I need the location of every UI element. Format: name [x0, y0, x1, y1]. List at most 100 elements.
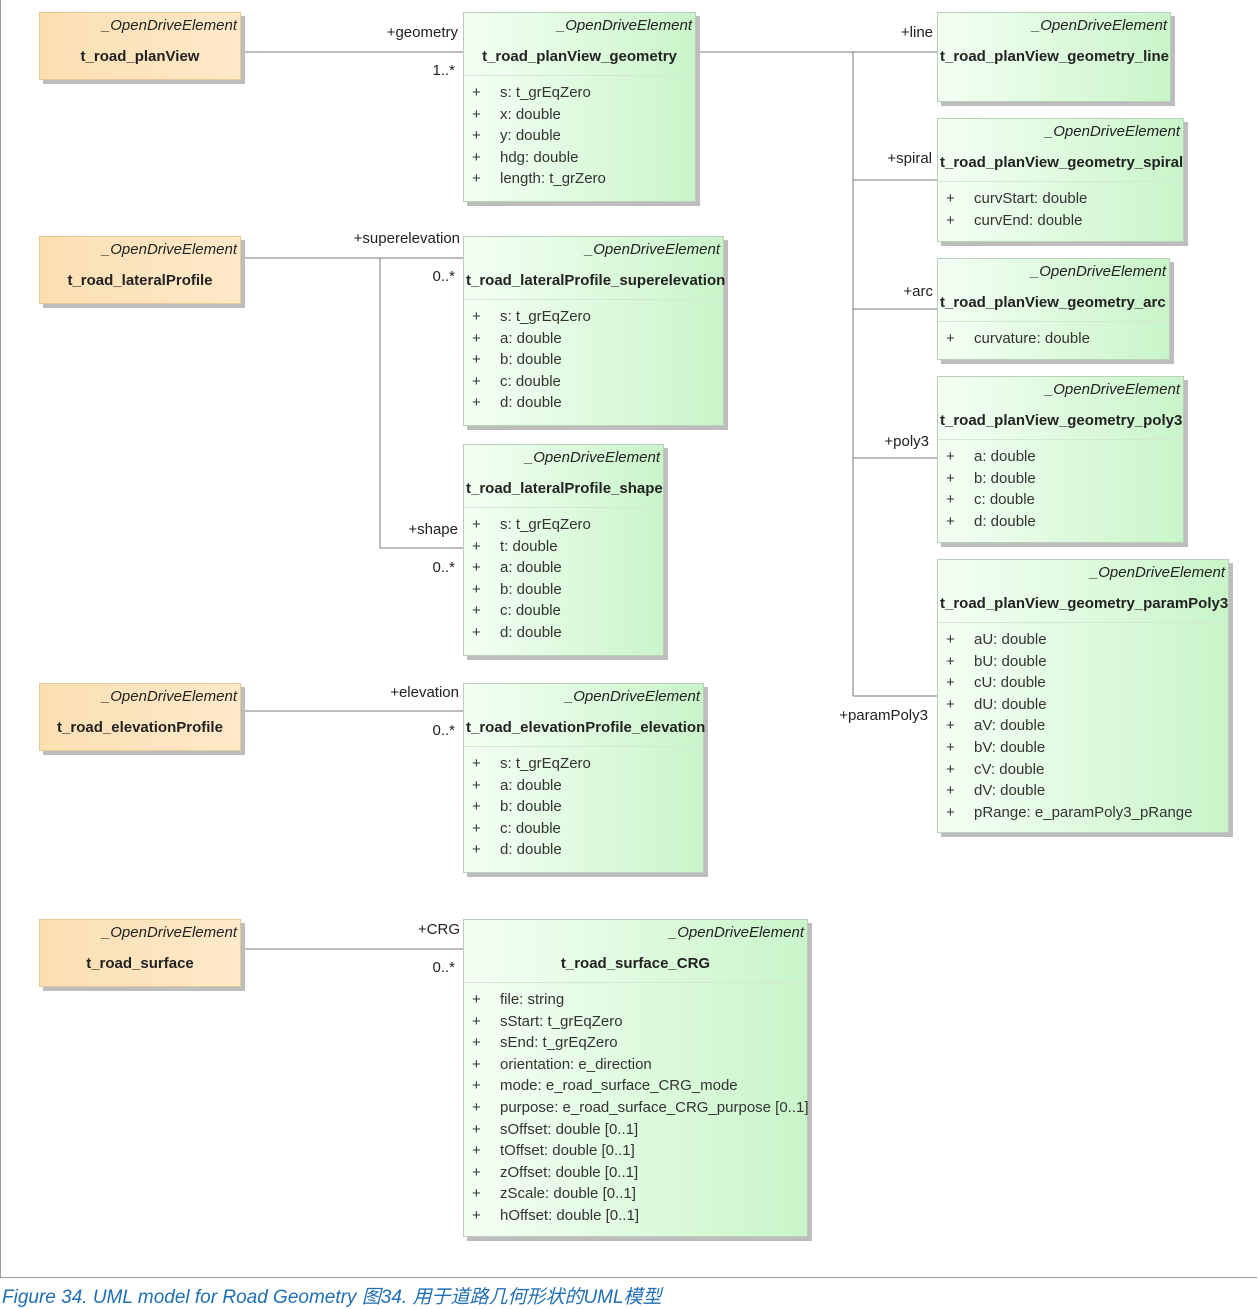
class-name: t_road_surface_CRG	[560, 955, 711, 972]
visibility-marker: +	[946, 738, 955, 756]
attribute-text: d: double	[500, 394, 562, 412]
visibility-marker: +	[472, 394, 481, 412]
attribute-text: aU: double	[974, 631, 1047, 648]
attribute-row: + zOffset: double [0..1]	[464, 1162, 807, 1184]
class-superelevation[interactable]: _OpenDriveElement t_road_lateralProfile_…	[463, 236, 725, 426]
visibility-marker: +	[472, 372, 481, 390]
role-paramPoly3: +paramPoly3	[839, 707, 928, 724]
attribute-list: +a: double+b: double+c: double+d: double	[938, 439, 1183, 532]
attribute-text: pRange: e_paramPoly3_pRange	[974, 803, 1193, 821]
class-poly3[interactable]: _OpenDriveElement t_road_planView_geomet…	[937, 376, 1184, 543]
attribute-row: +c: double	[938, 489, 1183, 511]
stereotype-label: _OpenDriveElement	[556, 17, 692, 34]
attribute-row: +b: double	[464, 349, 723, 371]
attribute-text: sEnd: t_grEqZero	[500, 1034, 618, 1052]
role-crg: +CRG	[417, 921, 460, 938]
attribute-text: curvEnd: double	[974, 211, 1083, 229]
class-name: t_road_planView_geometry_paramPoly3	[940, 595, 1229, 612]
visibility-marker: +	[472, 1163, 481, 1181]
stereotype-label: _OpenDriveElement	[101, 17, 237, 34]
attribute-row: +zScale: double [0..1]	[464, 1183, 807, 1205]
visibility-marker: +	[946, 652, 955, 670]
attribute-text: a: double	[500, 776, 562, 794]
role-poly3: +poly3	[884, 433, 929, 450]
stereotype-label: _OpenDriveElement	[1030, 263, 1166, 280]
attribute-text: tOffset: double [0..1]	[500, 1142, 635, 1160]
attribute-text: orientation: e_direction	[500, 1055, 652, 1073]
attribute-text: zOffset: double [0..1]	[500, 1163, 639, 1181]
class-name: t_road_planView_geometry_poly3	[940, 412, 1183, 429]
class-name: t_road_planView_geometry	[482, 48, 677, 65]
stereotype-label: _OpenDriveElement	[101, 924, 237, 941]
attribute-text: a: double	[500, 559, 562, 577]
attribute-row: + tOffset: double [0..1]	[464, 1140, 807, 1162]
class-line[interactable]: _OpenDriveElement t_road_planView_geomet…	[937, 12, 1171, 102]
attribute-row: +purpose: e_road_surface_CRG_purpose [0.…	[464, 1097, 809, 1119]
stereotype-label: _OpenDriveElement	[101, 241, 237, 258]
role-geometry: +geometry	[386, 24, 458, 41]
attribute-row: +dU: double	[938, 694, 1228, 716]
attribute-row: +x: double	[464, 104, 695, 126]
attribute-text: d: double	[500, 623, 562, 641]
class-paramPoly3[interactable]: _OpenDriveElement t_road_planView_geomet…	[937, 559, 1229, 833]
visibility-marker: +	[946, 717, 955, 735]
visibility-marker: +	[472, 819, 481, 837]
attribute-row: +hOffset: double [0..1]	[464, 1205, 807, 1227]
class-spiral[interactable]: _OpenDriveElement t_road_planView_geomet…	[937, 118, 1184, 242]
attribute-text: cU: double	[974, 674, 1046, 692]
attribute-row: +s: t_grEqZero	[464, 514, 663, 536]
attribute-text: bV: double	[974, 738, 1046, 756]
visibility-marker: +	[472, 1206, 481, 1224]
attribute-text: b: double	[974, 469, 1036, 487]
assoc-shape	[379, 258, 463, 549]
visibility-marker: +	[472, 991, 481, 1008]
attribute-row: + aV: double	[938, 715, 1228, 737]
attribute-text: y: double	[500, 127, 561, 145]
attribute-text: cV: double	[974, 760, 1045, 778]
class-name: t_road_lateralProfile_shape	[466, 480, 663, 497]
class-shape[interactable]: _OpenDriveElement t_road_lateralProfile_…	[463, 444, 664, 656]
attribute-text: b: double	[500, 351, 562, 369]
class-crg[interactable]: _OpenDriveElement t_road_surface_CRG +fi…	[463, 919, 809, 1237]
class-elevationProfile[interactable]: _OpenDriveElement t_road_elevationProfil…	[39, 683, 241, 751]
attribute-list: +aU: double+bU: double+cU: double+dU: do…	[938, 622, 1228, 823]
attribute-text: b: double	[500, 798, 562, 816]
class-lateralProfile[interactable]: _OpenDriveElement t_road_lateralProfile	[39, 236, 241, 304]
mult-crg: 0..*	[432, 959, 455, 976]
attribute-row: +length: t_grZero	[464, 168, 695, 190]
visibility-marker: +	[946, 512, 955, 530]
attribute-row: +mode: e_road_surface_CRG_mode	[464, 1075, 807, 1097]
attribute-row: +sOffset: double [0..1]	[464, 1119, 807, 1141]
visibility-marker: +	[472, 1142, 481, 1160]
attribute-text: x: double	[500, 105, 561, 123]
attribute-text: aV: double	[974, 717, 1046, 735]
class-arc[interactable]: _OpenDriveElement t_road_planView_geomet…	[937, 258, 1170, 360]
visibility-marker: +	[472, 776, 481, 794]
visibility-marker: +	[946, 491, 955, 509]
attribute-text: d: double	[974, 512, 1036, 530]
attribute-list: +curvature: double	[938, 321, 1169, 350]
mult-elevation: 0..*	[432, 722, 455, 739]
attribute-text: sStart: t_grEqZero	[500, 1012, 623, 1030]
attribute-row: +pRange: e_paramPoly3_pRange	[938, 802, 1228, 824]
visibility-marker: +	[472, 580, 481, 598]
attribute-list: +s: t_grEqZero+a: double+b: double+c: do…	[464, 746, 703, 861]
attribute-row: +c: double	[464, 600, 663, 622]
attribute-row: +dV: double	[938, 780, 1228, 802]
attribute-text: mode: e_road_surface_CRG_mode	[500, 1077, 738, 1095]
attribute-row: +orientation: e_direction	[464, 1054, 807, 1076]
attribute-text: dU: double	[974, 695, 1047, 713]
attribute-text: s: t_grEqZero	[500, 516, 591, 533]
visibility-marker: +	[472, 559, 481, 577]
class-name: t_road_elevationProfile_elevation	[466, 719, 706, 736]
class-planView[interactable]: _OpenDriveElement t_road_planView	[39, 12, 241, 80]
stereotype-label: _OpenDriveElement	[1044, 381, 1180, 398]
role-elevation: +elevation	[390, 684, 459, 701]
class-surface[interactable]: _OpenDriveElement t_road_surface	[39, 919, 241, 987]
attribute-text: c: double	[500, 602, 561, 620]
class-name: t_road_elevationProfile	[57, 719, 223, 736]
mult-shape: 0..*	[432, 559, 455, 576]
class-geometry[interactable]: _OpenDriveElement t_road_planView_geomet…	[463, 12, 696, 202]
attribute-text: curvature: double	[974, 330, 1090, 347]
class-elevation[interactable]: _OpenDriveElement t_road_elevationProfil…	[463, 683, 706, 873]
